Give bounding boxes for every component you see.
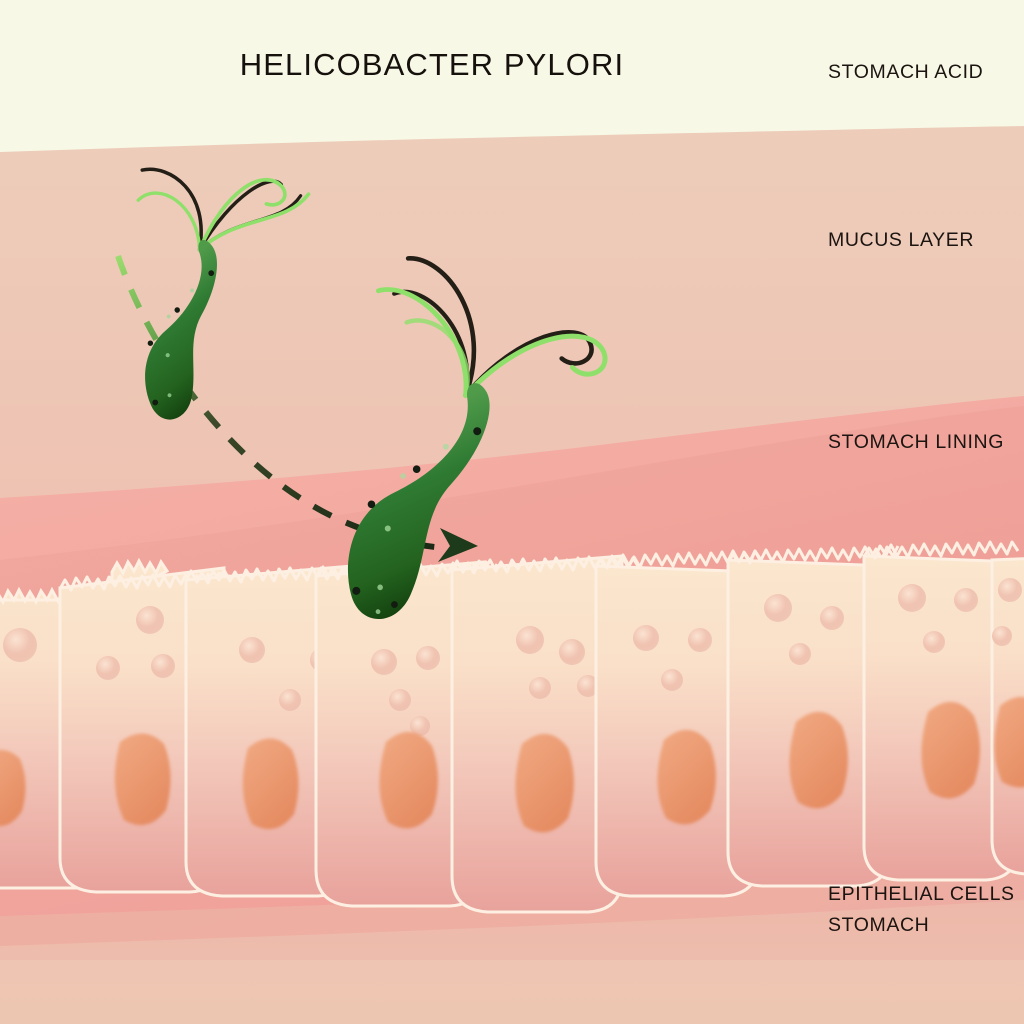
flagellum <box>463 333 608 398</box>
cell-vesicle <box>954 588 978 612</box>
label-stomach-lining: STOMACH LINING <box>828 431 1004 453</box>
cell-nucleus <box>921 701 980 799</box>
band-submucosa-upper <box>0 872 1024 960</box>
cell-vesicle <box>239 637 265 663</box>
cell-vesicle <box>820 606 844 630</box>
label-epithelial-cells-line1: EPITHELIAL CELLS <box>828 883 1015 905</box>
cell-nucleus <box>657 729 716 825</box>
label-stomach-acid: STOMACH ACID <box>828 61 984 83</box>
epithelial-cell <box>862 540 1020 882</box>
cell-vesicle <box>279 689 301 711</box>
label-epithelial-cells: EPITHELIAL CELLS STOMACH <box>828 879 1015 941</box>
cell-vesicle <box>688 628 712 652</box>
label-mucus-layer: MUCUS LAYER <box>828 229 975 251</box>
flagellum <box>375 287 469 398</box>
cell-nucleus <box>114 733 171 826</box>
page-title: HELICOBACTER PYLORI <box>0 47 1024 83</box>
cell-nucleus <box>515 733 574 833</box>
flagellum <box>197 192 311 252</box>
cell-nucleus <box>242 738 299 830</box>
flagella-bundle <box>375 256 608 398</box>
epithelial-cell <box>990 557 1024 876</box>
cell-vesicle <box>516 626 544 654</box>
cell-vesicle <box>410 716 430 736</box>
flagellum <box>404 318 470 398</box>
bacterium-speckles <box>375 443 449 615</box>
cell-vesicle <box>661 669 683 691</box>
bacterium-pores <box>352 427 482 608</box>
bacterium-pores <box>147 270 215 406</box>
epithelial-cell <box>314 560 499 908</box>
cell-vesicle <box>136 606 164 634</box>
cell-vesicle <box>529 677 551 699</box>
cell-vesicle <box>151 654 175 678</box>
bacterium-upper <box>136 167 311 420</box>
cell-vesicle <box>789 643 811 665</box>
cell-vesicle <box>577 675 599 697</box>
flagellum <box>140 167 203 252</box>
cell-nucleus <box>0 749 26 826</box>
cell-nucleus <box>994 697 1024 788</box>
epithelial-cell <box>58 566 232 894</box>
flagellum <box>136 191 202 252</box>
flagellum <box>197 177 287 252</box>
cell-nucleus <box>789 711 848 809</box>
path-arrowhead <box>438 528 478 562</box>
cell-vesicle <box>96 656 120 680</box>
cell-vesicle <box>416 646 440 670</box>
flagella-bundle <box>136 167 311 252</box>
cell-vesicle <box>764 594 792 622</box>
cell-vesicle <box>633 625 659 651</box>
bacterium-body <box>145 239 217 420</box>
epithelial-cell <box>450 554 641 914</box>
flagellum <box>405 256 477 398</box>
epithelial-cell-layer <box>0 540 1024 914</box>
bacterium-lower <box>347 256 608 619</box>
cell-vesicle <box>998 578 1022 602</box>
cell-vesicle <box>559 639 585 665</box>
cell-vesicle <box>3 628 37 662</box>
cell-vesicle <box>898 584 926 612</box>
cell-vesicle <box>992 626 1012 646</box>
page-title-text: HELICOBACTER PYLORI <box>239 47 625 82</box>
cell-vesicle <box>923 631 945 653</box>
bacterium-speckles <box>165 288 195 398</box>
cell-nucleus <box>379 731 438 829</box>
label-epithelial-cells-line2: STOMACH <box>828 914 930 936</box>
cell-vesicle <box>371 649 397 675</box>
bacterium-body <box>347 383 490 619</box>
cell-vesicle <box>389 689 411 711</box>
burrowing-path <box>115 255 478 562</box>
